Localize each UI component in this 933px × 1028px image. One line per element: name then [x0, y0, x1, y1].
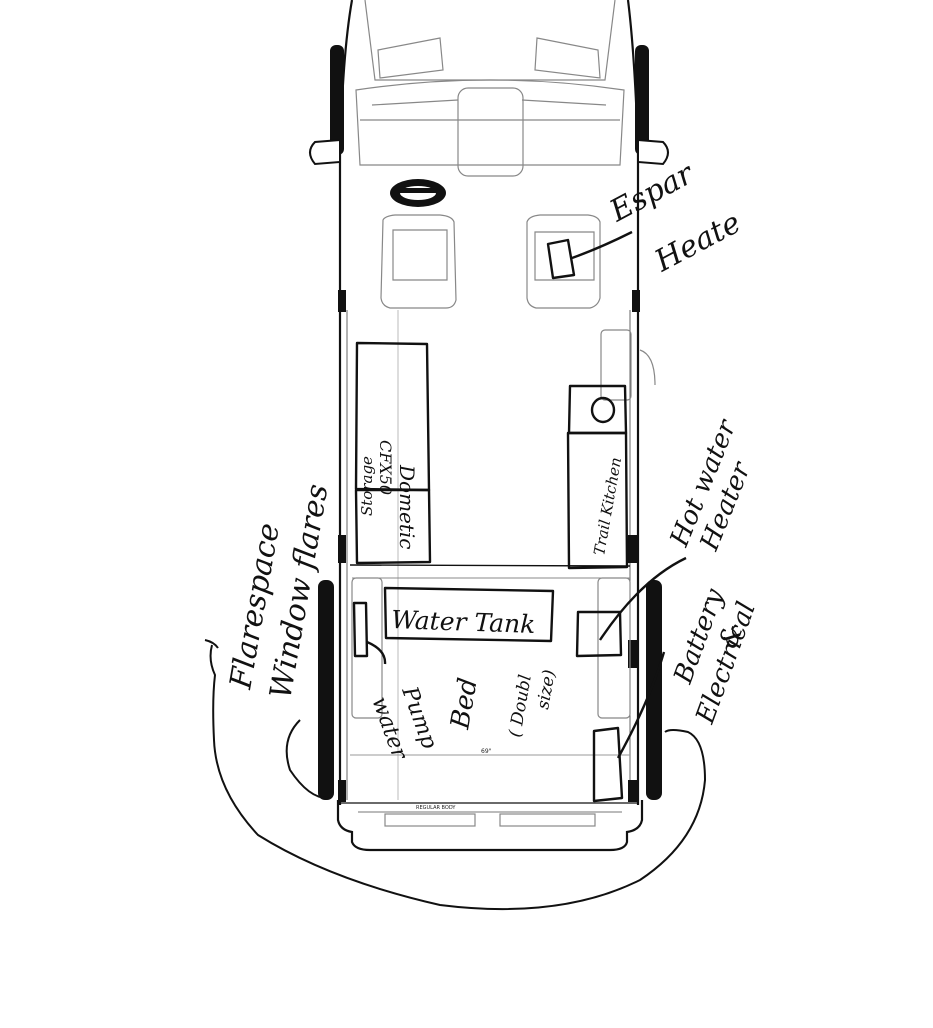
water-pump-box: [352, 601, 369, 658]
espar-heater-box: [546, 238, 576, 280]
battery-box: [592, 726, 624, 803]
furniture: [204, 230, 706, 911]
label-water-tank: Water Tank: [391, 605, 536, 639]
wall-posts: [338, 290, 640, 802]
label-bed-1: Bed: [445, 676, 484, 733]
dimension-69: 69": [481, 748, 492, 755]
hot-water-heater-box: [575, 610, 623, 658]
wheels: [318, 45, 662, 800]
sink-icon: [590, 396, 616, 424]
label-bed-3: size): [533, 668, 560, 711]
water-tank-box: [383, 586, 555, 643]
dimension-labels: 69" REGULAR BODY: [416, 748, 492, 811]
flarespace-loop: [209, 644, 706, 911]
regular-body-label: REGULAR BODY: [416, 805, 456, 811]
steering-wheel: [390, 179, 446, 207]
side-mirrors: [309, 138, 669, 166]
label-espar-1: Espar: [603, 156, 700, 230]
kitchen-box: [566, 431, 629, 570]
kitchen-top-box: [567, 384, 628, 435]
label-espar-2: Heate: [648, 205, 746, 279]
label-cfx50: CFX50: [376, 440, 395, 495]
label-bed-2: ( Doubl: [505, 673, 536, 739]
cab-interior: [350, 0, 656, 827]
label-trail-kitchen: Trail Kitchen: [590, 456, 625, 557]
label-dometic: Dometic: [395, 464, 419, 550]
handwritten-labels: Espar Heate Dometic CFX50 Storage Trail …: [223, 156, 762, 764]
label-storage: Storage: [358, 456, 376, 516]
storage-box: [354, 488, 432, 565]
